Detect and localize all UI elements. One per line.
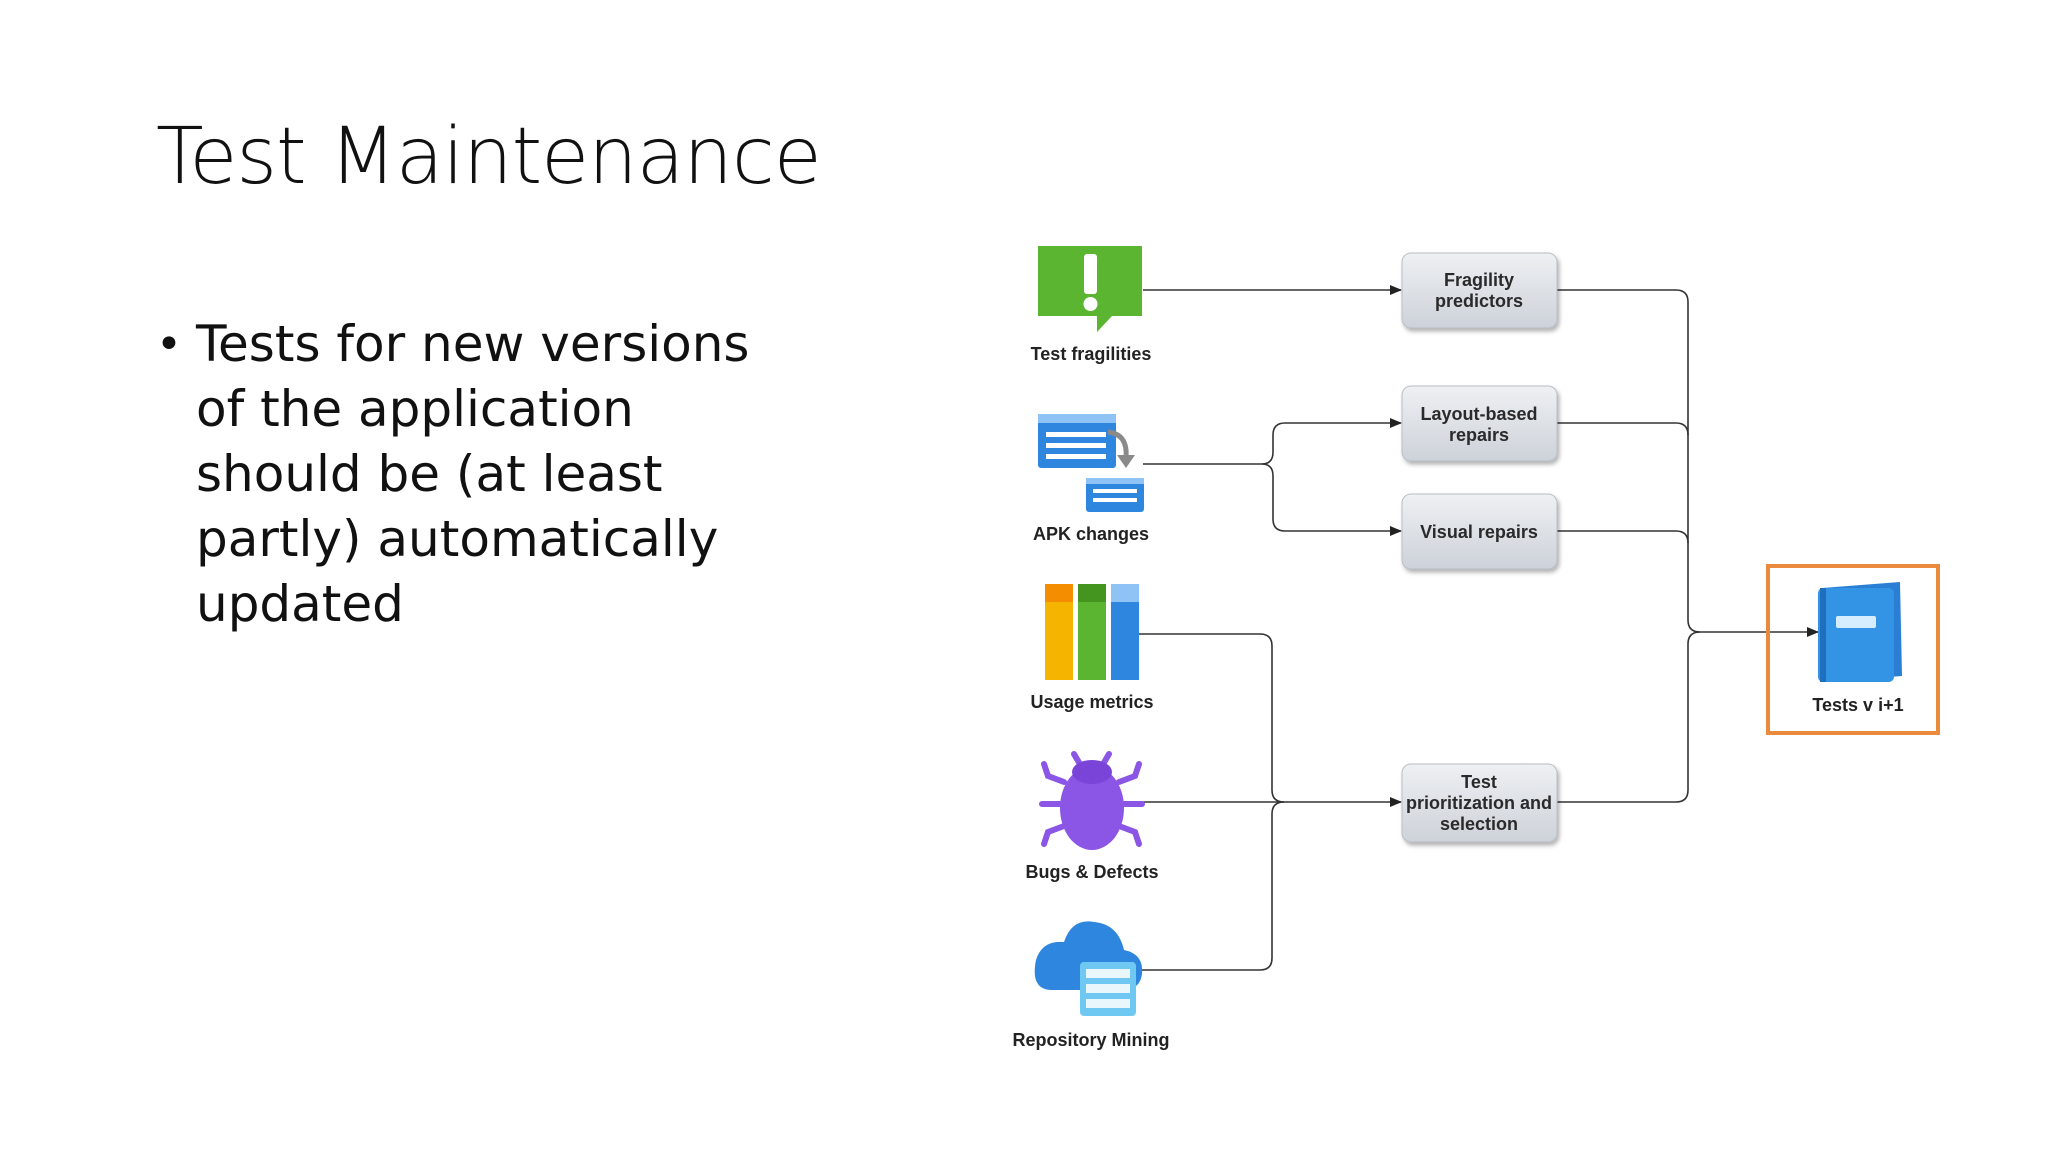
bullet-line: Tests for new versions <box>196 315 750 373</box>
bullet-dot: • <box>156 319 182 370</box>
edge-predictors-to-output <box>1557 289 1701 633</box>
bullet-line: updated <box>196 575 404 633</box>
process-test-prioritization: Test prioritization and selection <box>1401 763 1558 843</box>
process-label: Fragility <box>1444 270 1514 290</box>
bullet-line: partly) automatically <box>196 510 719 568</box>
process-label: Test <box>1461 772 1497 792</box>
bullet-item: • Tests for new versions of the applicat… <box>156 312 796 637</box>
process-label: predictors <box>1435 291 1523 311</box>
output-label: Tests v i+1 <box>1812 695 1903 715</box>
process-visual-repairs: Visual repairs <box>1401 493 1558 570</box>
source-test-fragilities: Test fragilities <box>1031 246 1152 364</box>
slide-title: Test Maintenance <box>156 112 822 202</box>
process-label: prioritization and <box>1406 793 1552 813</box>
process-label: selection <box>1440 814 1518 834</box>
source-label: Usage metrics <box>1030 692 1153 712</box>
edge-prioritization-to-output <box>1557 627 1819 803</box>
process-label: repairs <box>1449 425 1509 445</box>
source-label: APK changes <box>1033 524 1149 544</box>
connector-lines <box>1138 285 1819 971</box>
edge-layout-to-output <box>1557 422 1689 436</box>
source-label: Bugs & Defects <box>1025 862 1158 882</box>
process-fragility-predictors: Fragility predictors <box>1401 252 1558 329</box>
process-label: Layout-based <box>1420 404 1537 424</box>
edge-apk-to-visual <box>1261 463 1402 536</box>
cloud-database-icon <box>1034 921 1143 1016</box>
edge-usage-to-prioritization <box>1138 633 1285 803</box>
bullet-line: of the application <box>196 380 634 438</box>
edge-visual-to-output <box>1557 530 1689 544</box>
source-usage-metrics: Usage metrics <box>1030 584 1154 712</box>
source-label: Repository Mining <box>1013 1030 1170 1050</box>
bar-columns-icon <box>1045 584 1139 680</box>
source-repository-mining: Repository Mining <box>1013 921 1170 1050</box>
source-bugs-defects: Bugs & Defects <box>1025 751 1159 882</box>
output-tests-next: Tests v i+1 <box>1766 564 1940 735</box>
output-highlight-frame <box>1766 564 1940 735</box>
process-label: Visual repairs <box>1420 522 1538 542</box>
source-label: Test fragilities <box>1031 344 1152 364</box>
edge-repo-to-prioritization <box>1138 801 1285 971</box>
exclamation-speech-icon <box>1038 246 1142 332</box>
book-icon <box>1818 582 1902 682</box>
document-swap-icon <box>1038 414 1144 512</box>
source-apk-changes: APK changes <box>1033 414 1149 544</box>
process-layout-based-repairs: Layout-based repairs <box>1401 385 1558 462</box>
bullet-line: should be (at least <box>196 445 663 503</box>
bullet-list: • Tests for new versions of the applicat… <box>156 312 796 637</box>
edge-apk-to-layout <box>1143 418 1402 465</box>
